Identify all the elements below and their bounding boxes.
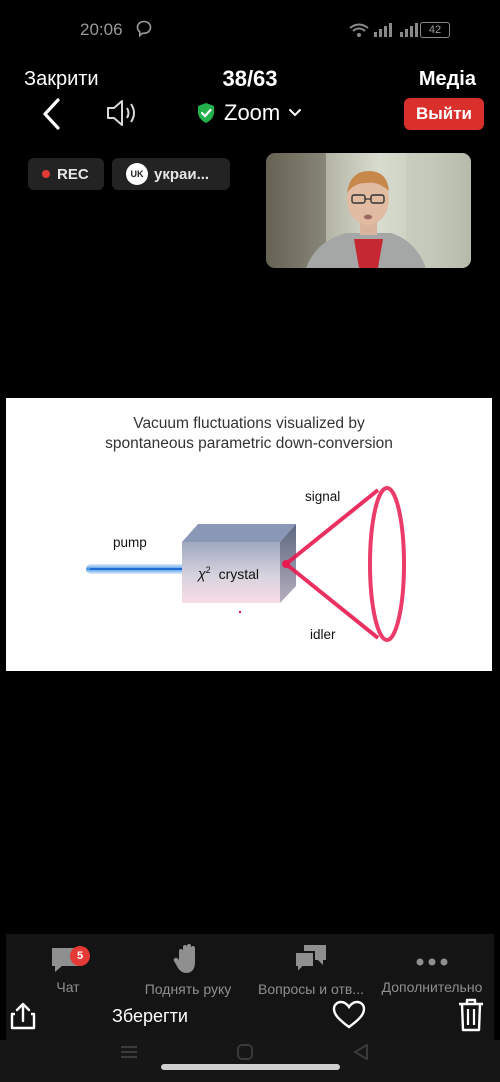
crystal-front [182, 542, 280, 603]
rec-label: REC [57, 165, 89, 183]
chevron-down-icon [289, 109, 302, 117]
idler-label: idler [310, 627, 336, 642]
raise-hand-button[interactable]: Поднять руку [140, 942, 236, 997]
interpretation-language-button[interactable]: UK украи... [112, 158, 230, 190]
chi-symbol: χ [198, 565, 206, 582]
viber-icon [136, 20, 152, 38]
media-button[interactable]: Медіа [418, 68, 476, 90]
chat-button[interactable]: 5 Чат [42, 942, 94, 995]
idler-beam [284, 562, 380, 640]
home-icon[interactable] [237, 1044, 253, 1060]
share-icon[interactable] [10, 1002, 36, 1030]
image-counter: 38/63 [222, 66, 278, 91]
crystal-label: χ2 crystal [198, 565, 259, 582]
language-code-icon: UK [126, 163, 148, 185]
chat-label: Чат [56, 979, 80, 995]
gesture-handle[interactable] [161, 1064, 340, 1070]
meeting-info-dropdown[interactable]: Zoom [196, 100, 302, 126]
shield-check-icon [198, 103, 214, 123]
emission-cone-ring [368, 486, 406, 642]
qa-button[interactable]: Вопросы и отв... [254, 942, 368, 997]
more-dots-icon [416, 958, 448, 966]
slide-title-line2: spontaneous parametric down-conversion [105, 435, 393, 452]
status-time: 20:06 [80, 20, 123, 39]
record-dot-icon [42, 170, 50, 178]
shared-screen-slide[interactable]: Vacuum fluctuations visualized by sponta… [6, 398, 492, 671]
wifi-signal-icon [349, 23, 418, 37]
system-navigation-bar [0, 1040, 500, 1082]
more-button[interactable]: Дополнительно [375, 942, 489, 995]
battery-indicator: 42 [420, 22, 450, 38]
speaker-icon[interactable] [105, 98, 141, 128]
crystal-word: crystal [218, 565, 260, 582]
spdc-diagram [86, 486, 406, 642]
signal-beam [284, 488, 380, 566]
speaker-person-image [266, 153, 471, 268]
recording-badge[interactable]: REC [28, 158, 104, 190]
signal-label: signal [305, 489, 341, 504]
qa-bubbles-icon [294, 945, 326, 976]
qa-label: Вопросы и отв... [258, 981, 364, 997]
pump-label: pump [113, 535, 147, 550]
crystal-top [182, 524, 296, 542]
favorite-heart-icon[interactable] [332, 1000, 366, 1030]
meeting-name: Zoom [224, 100, 281, 125]
back-arrow-icon[interactable] [40, 98, 62, 130]
recent-apps-icon[interactable] [120, 1045, 138, 1059]
hand-icon [173, 944, 195, 973]
delete-trash-icon[interactable] [457, 998, 485, 1032]
leave-button[interactable]: Выйти [404, 98, 484, 130]
status-bar: 20:06 42 [0, 0, 500, 60]
slide-title-line1: Vacuum fluctuations visualized by [133, 415, 365, 432]
more-label: Дополнительно [381, 979, 483, 995]
close-button[interactable]: Закрити [24, 68, 99, 90]
speaker-video[interactable] [266, 153, 471, 268]
back-triangle-icon[interactable] [353, 1044, 369, 1060]
slide-title: Vacuum fluctuations visualized by sponta… [6, 414, 492, 454]
language-label: украи... [154, 165, 210, 183]
raise-hand-label: Поднять руку [144, 981, 232, 997]
chi-exponent: 2 [205, 565, 211, 575]
save-button[interactable]: Зберегти [112, 1006, 188, 1026]
chat-unread-badge: 5 [70, 946, 90, 966]
